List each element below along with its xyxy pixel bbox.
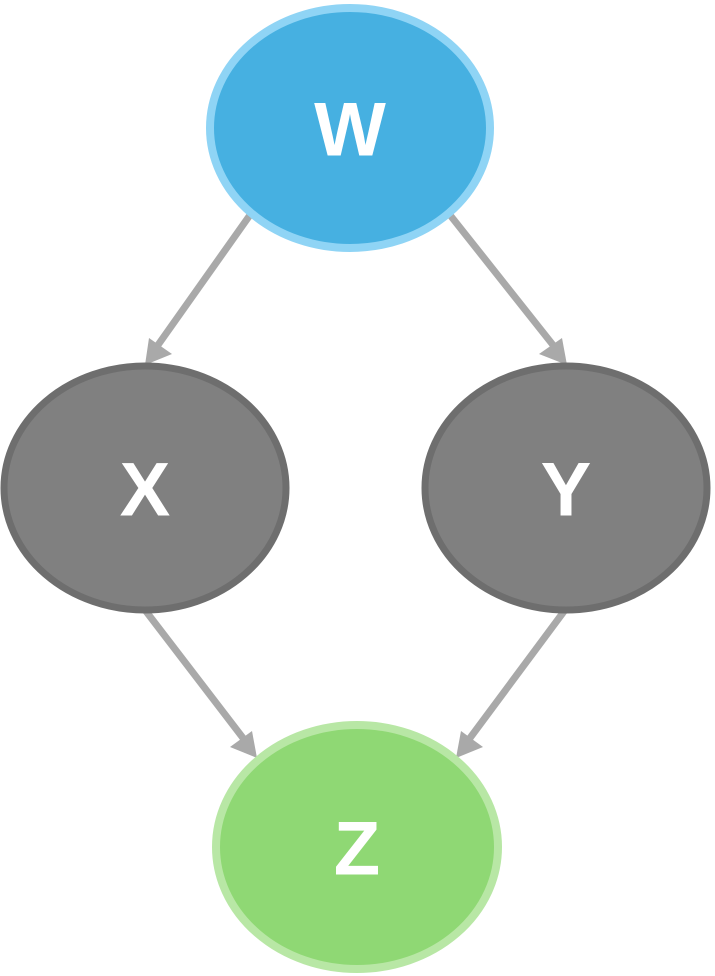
node-x: X: [0, 362, 290, 614]
arrowhead-w-to-y: [539, 338, 567, 365]
arrowhead-w-to-x: [145, 338, 172, 365]
node-y: Y: [421, 362, 711, 614]
node-y-label: Y: [541, 448, 592, 533]
edge-y-to-z: [456, 607, 568, 758]
node-z-label: Z: [334, 807, 380, 892]
edge-w-to-y: [447, 212, 567, 365]
node-z: Z: [212, 721, 502, 973]
edges: [142, 212, 568, 758]
node-x-shape: [0, 362, 290, 614]
node-z-shape: [212, 721, 502, 973]
node-w-shape: [206, 4, 494, 252]
edge-w-to-x: [145, 212, 253, 365]
edge-x-to-z: [142, 607, 257, 758]
node-y-shape: [421, 362, 711, 614]
node-w-label: W: [314, 88, 386, 173]
node-x-label: X: [120, 448, 171, 533]
node-w: W: [206, 4, 494, 252]
arrowhead-x-to-z: [230, 731, 257, 758]
arrowhead-y-to-z: [456, 731, 483, 758]
